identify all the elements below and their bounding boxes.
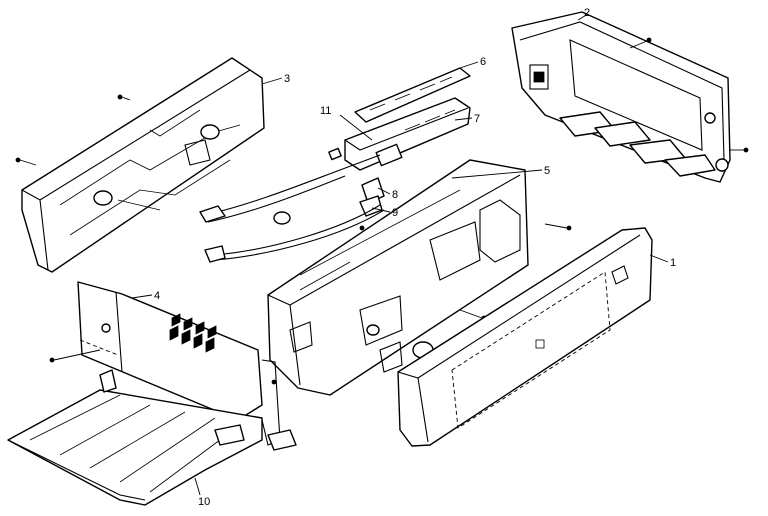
callout-11: 11 (320, 105, 331, 117)
paper-tray-part (7, 369, 263, 506)
callout-1: 1 (670, 257, 676, 269)
callout-8: 8 (392, 189, 398, 201)
callout-3: 3 (284, 73, 290, 85)
front-cover-part (397, 227, 653, 447)
callout-7: 7 (474, 113, 480, 125)
callout-10: 10 (198, 496, 210, 508)
leader-lines (131, 13, 669, 496)
callout-2: 2 (584, 7, 590, 19)
left-side-cover-part (15, 57, 265, 273)
panel-plate-part (354, 67, 471, 123)
control-panel-board-part (328, 97, 471, 171)
lower-panel-part (49, 281, 297, 451)
callout-4: 4 (154, 290, 160, 302)
callout-9: 9 (392, 207, 398, 219)
rear-frame-part (511, 11, 749, 183)
callout-6: 6 (480, 56, 486, 68)
cable-harness-part (199, 154, 385, 263)
callout-labels: 1 2 3 4 5 6 7 8 9 10 11 (154, 7, 676, 508)
callout-5: 5 (544, 165, 550, 177)
